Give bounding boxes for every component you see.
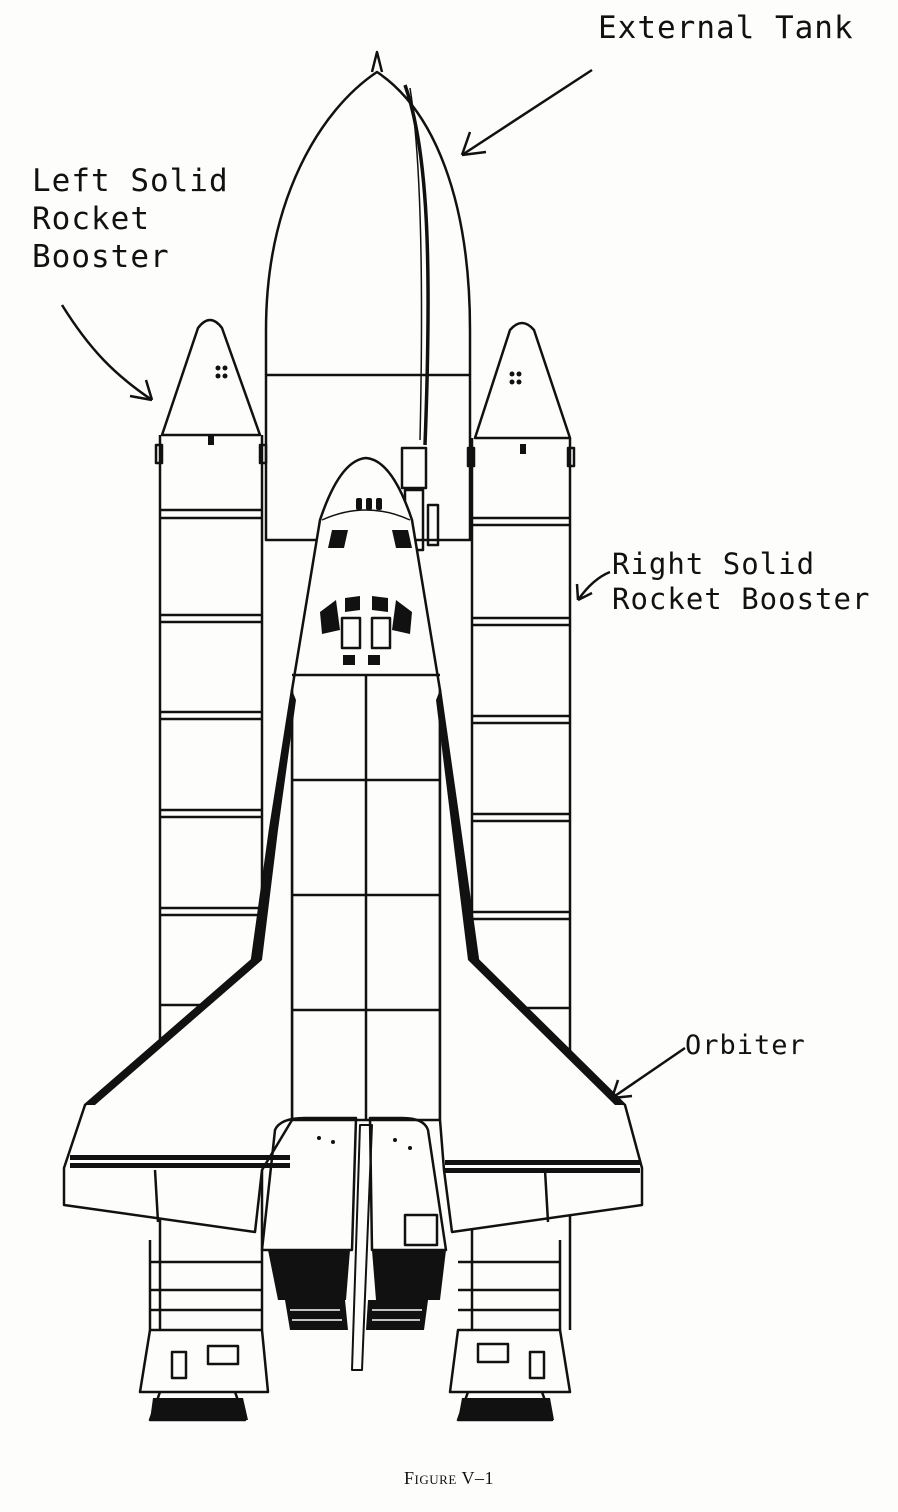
- external-tank-label-text: External Tank: [598, 10, 854, 46]
- right-srb-label-line-2: Rocket Booster: [612, 582, 871, 617]
- external-tank-label: External Tank: [598, 10, 854, 48]
- orbiter-label: Orbiter: [685, 1030, 806, 1063]
- orbiter-label-text: Orbiter: [685, 1030, 806, 1061]
- right-srb-label-line-1: Right Solid: [612, 547, 816, 581]
- figure-caption: Figure V–1: [404, 1468, 494, 1488]
- left-srb-label-line-1: Left Solid: [32, 163, 229, 199]
- left-srb-label-line-2: Rocket: [32, 200, 150, 237]
- pointer-arrows: [60, 68, 686, 1100]
- right-srb-label: Right Solid Rocket Booster: [612, 547, 870, 618]
- left-srb-dots: [150, 365, 248, 1420]
- left-srb: [138, 318, 270, 1422]
- orbiter-details: [70, 498, 640, 1330]
- left-srb-label: Left Solid Rocket Booster: [32, 163, 229, 276]
- left-srb-label-line-3: Booster: [32, 238, 170, 275]
- right-srb-dots: [458, 371, 554, 1420]
- orbiter: [62, 456, 644, 1371]
- right-srb: [448, 321, 576, 1422]
- orbiter-engine-lines: [290, 1309, 422, 1321]
